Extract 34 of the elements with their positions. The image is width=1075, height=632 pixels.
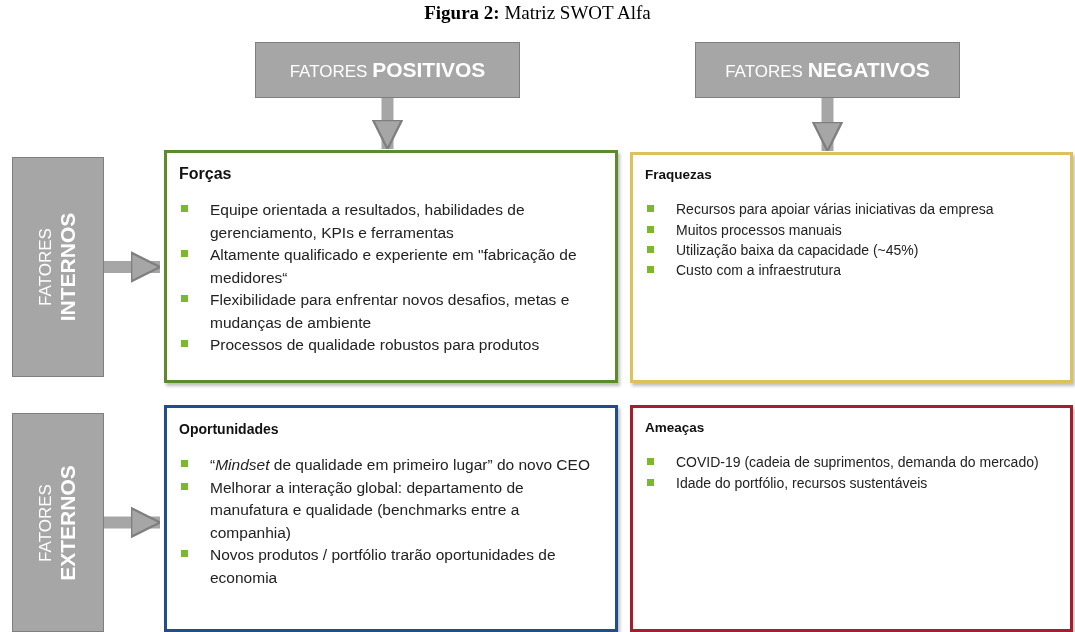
header-label: FATORES NEGATIVOS xyxy=(725,58,930,82)
quadrant-heading: Fraquezas xyxy=(645,166,713,184)
header-box xyxy=(695,42,960,98)
bullet-text: Flexibilidade para enfrentar novos desafios, metas e mudanças de ambiente xyxy=(210,290,571,333)
header-label: FATORES POSITIVOS xyxy=(289,58,486,82)
bullet-text: Utilização baixa da capacidade (~45%) xyxy=(676,240,919,260)
bullet-text: Muitos processos manuais xyxy=(676,220,842,240)
bullet-text: Recursos para apoiar várias iniciativas da empresa xyxy=(676,200,994,220)
bullet-text: Altamente qualificado e experiente em "fabricação de medidores“ xyxy=(210,245,578,288)
bullet-text: Equipe orientada a resultados, habilidades de gerenciamento, KPIs e ferramentas xyxy=(210,200,526,243)
side-header-box xyxy=(12,157,104,377)
header-box xyxy=(255,42,520,98)
bullet-text: “Mindset de qualidade em primeiro lugar” do novo CEO xyxy=(210,455,590,476)
block-arrow xyxy=(371,98,404,151)
bullet-text: Processos de qualidade robustos para produtos xyxy=(210,335,540,356)
quadrant-box xyxy=(630,405,1073,632)
side-header-box xyxy=(12,413,104,632)
quadrant-heading: Forças xyxy=(179,164,233,184)
block-arrow xyxy=(104,251,162,283)
bullet-text: Melhorar a interação global: departamento de manufatura e qualidade (benchmarks entre a companhia) xyxy=(210,477,525,543)
block-arrow xyxy=(811,98,844,153)
quadrant-box xyxy=(630,152,1073,383)
quadrant-heading: Oportunidades xyxy=(179,420,280,439)
figure-title: Figura 2: Matriz SWOT Alfa xyxy=(423,2,652,24)
bullet-text: Custo com a infraestrutura xyxy=(676,261,841,281)
quadrant-box xyxy=(164,405,618,632)
block-arrow xyxy=(104,506,162,539)
header-label: FATORES EXTERNOS xyxy=(36,463,80,583)
header-label: FATORES INTERNOS xyxy=(36,211,80,324)
bullet-text: COVID-19 (cadeia de suprimentos, demanda do mercado) xyxy=(676,453,1039,473)
bullet-text: Novos produtos / portfólio trarão oportunidades de economia xyxy=(210,545,557,588)
bullet-text: Idade do portfólio, recursos sustentáveis xyxy=(676,473,928,493)
quadrant-heading: Ameaças xyxy=(645,419,706,437)
quadrant-box xyxy=(164,150,618,383)
